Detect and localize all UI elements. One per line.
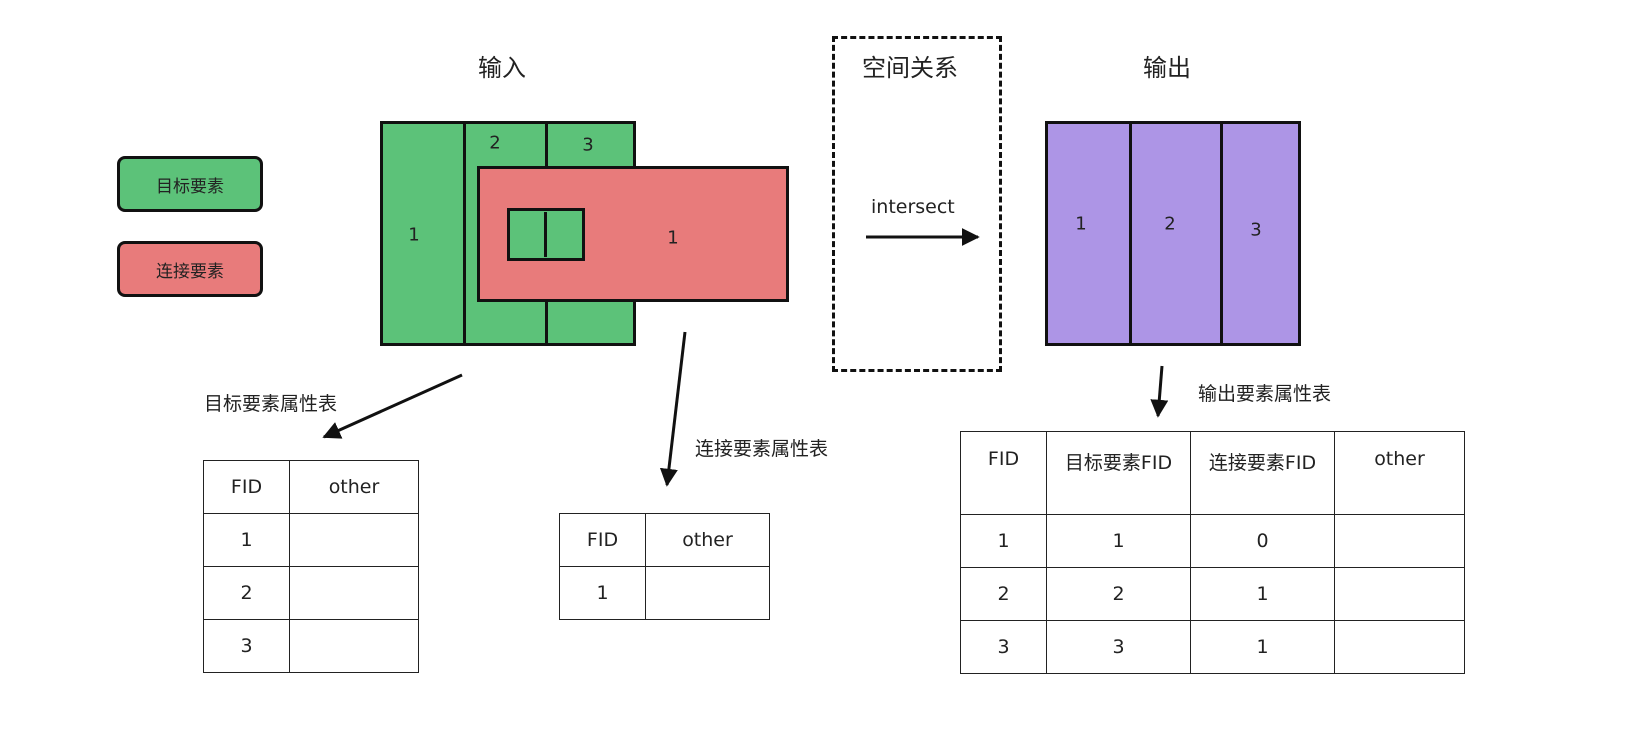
inner-part-divider bbox=[544, 212, 547, 257]
cell-other bbox=[645, 566, 770, 620]
legend-join-feature: 连接要素 bbox=[117, 241, 263, 297]
target-table-caption: 目标要素属性表 bbox=[204, 393, 338, 415]
relation-title: 空间关系 bbox=[862, 54, 958, 82]
table-row: 1 1 0 bbox=[960, 514, 1465, 568]
output-feature-1 bbox=[1045, 121, 1133, 346]
target-feature-3-id: 3 bbox=[582, 134, 594, 156]
cell-fid: 3 bbox=[960, 620, 1047, 674]
output-title: 输出 bbox=[1143, 54, 1191, 82]
table-row: 2 bbox=[203, 566, 419, 620]
table-row: 2 2 1 bbox=[960, 567, 1465, 621]
cell-other bbox=[289, 619, 419, 673]
output-table-caption: 输出要素属性表 bbox=[1198, 383, 1332, 405]
legend-join-label: 连接要素 bbox=[156, 261, 224, 282]
cell-other bbox=[1334, 567, 1465, 621]
table-row: 1 bbox=[203, 513, 419, 567]
cell-other bbox=[289, 566, 419, 620]
header-fid: FID bbox=[203, 460, 290, 514]
cell-fid: 3 bbox=[203, 619, 290, 673]
header-target-fid: 目标要素FID bbox=[1046, 431, 1191, 515]
table-header-row: FID other bbox=[203, 460, 419, 514]
table-row: 3 3 1 bbox=[960, 620, 1465, 674]
cell-target-fid: 3 bbox=[1046, 620, 1191, 674]
cell-join-fid: 1 bbox=[1190, 567, 1335, 621]
table-row: 3 bbox=[203, 619, 419, 673]
arrow-to-join-table bbox=[659, 331, 687, 487]
cell-other bbox=[289, 513, 419, 567]
relation-operator: intersect bbox=[871, 196, 955, 218]
header-fid: FID bbox=[960, 431, 1047, 515]
legend-target-feature: 目标要素 bbox=[117, 156, 263, 212]
table-header-row: FID 目标要素FID 连接要素FID other bbox=[960, 431, 1465, 515]
legend-target-label: 目标要素 bbox=[156, 176, 224, 197]
header-other: other bbox=[645, 513, 770, 567]
cell-fid: 2 bbox=[203, 566, 290, 620]
cell-fid: 2 bbox=[960, 567, 1047, 621]
join-feature-1-id: 1 bbox=[667, 227, 679, 249]
output-feature-3-id: 3 bbox=[1250, 219, 1262, 241]
arrow-to-target-table bbox=[322, 373, 463, 439]
table-header-row: FID other bbox=[559, 513, 770, 567]
arrow-to-output-table bbox=[1150, 365, 1169, 418]
spatial-relation-box bbox=[832, 36, 1002, 372]
join-table-caption: 连接要素属性表 bbox=[695, 438, 829, 460]
output-feature-3 bbox=[1220, 121, 1301, 346]
cell-target-fid: 1 bbox=[1046, 514, 1191, 568]
cell-other bbox=[1334, 514, 1465, 568]
header-fid: FID bbox=[559, 513, 646, 567]
header-other: other bbox=[289, 460, 419, 514]
output-feature-2 bbox=[1129, 121, 1224, 346]
table-row: 1 bbox=[559, 566, 770, 620]
cell-join-fid: 0 bbox=[1190, 514, 1335, 568]
output-feature-2-id: 2 bbox=[1164, 213, 1176, 235]
join-attribute-table: FID other 1 bbox=[559, 513, 770, 620]
cell-other bbox=[1334, 620, 1465, 674]
cell-fid: 1 bbox=[203, 513, 290, 567]
target-feature-1-id: 1 bbox=[408, 224, 420, 246]
cell-join-fid: 1 bbox=[1190, 620, 1335, 674]
target-feature-2-id: 2 bbox=[489, 132, 501, 154]
output-attribute-table: FID 目标要素FID 连接要素FID other 1 1 0 2 2 1 3 … bbox=[960, 431, 1465, 674]
cell-fid: 1 bbox=[559, 566, 646, 620]
header-join-fid: 连接要素FID bbox=[1190, 431, 1335, 515]
header-other: other bbox=[1334, 431, 1465, 515]
input-title: 输入 bbox=[478, 54, 526, 82]
output-feature-1-id: 1 bbox=[1075, 213, 1087, 235]
target-attribute-table: FID other 1 2 3 bbox=[203, 460, 419, 673]
cell-fid: 1 bbox=[960, 514, 1047, 568]
cell-target-fid: 2 bbox=[1046, 567, 1191, 621]
